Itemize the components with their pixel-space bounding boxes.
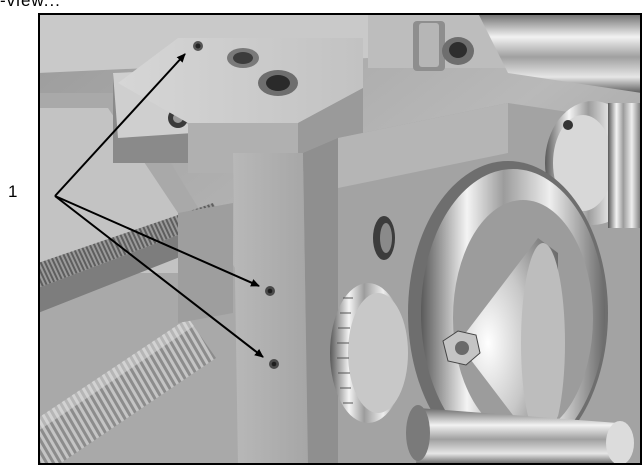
callout-leaders	[54, 53, 264, 358]
rack-gear	[38, 203, 223, 288]
handwheel-handle	[406, 405, 634, 465]
lathe-carriage-illustration	[38, 13, 642, 465]
leader-arrow-plate-lower-hole	[54, 195, 264, 358]
mounting-plate	[233, 153, 308, 465]
callout-number: 1	[8, 182, 18, 201]
figure-border	[38, 13, 642, 465]
caption-fragment: -view...	[0, 0, 61, 10]
leader-arrow-top-hole	[54, 53, 186, 197]
handwheel	[408, 161, 608, 465]
graduated-dial	[330, 283, 408, 423]
lead-screw	[38, 318, 216, 465]
leader-arrow-plate-upper-hole	[54, 195, 260, 287]
